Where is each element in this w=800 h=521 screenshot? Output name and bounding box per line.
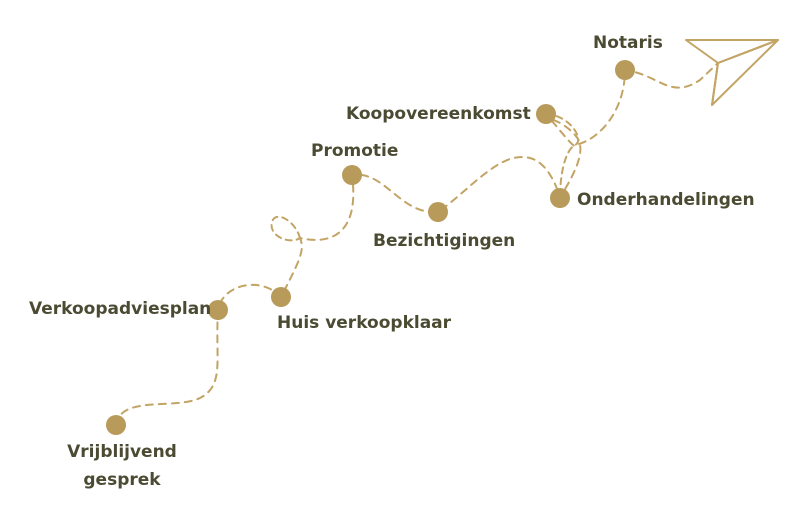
step-dot-onderhandelingen xyxy=(550,188,570,208)
step-label-onderhandelingen: Onderhandelingen xyxy=(577,190,755,210)
step-dot-notaris xyxy=(615,60,635,80)
step-label-notaris: Notaris xyxy=(593,33,663,53)
step-label-verkoopadviesplan: Verkoopadviesplan xyxy=(29,299,212,319)
step-dot-vrijblijvend xyxy=(106,415,126,435)
dashed-loop-2 xyxy=(545,113,580,199)
step-dot-huis xyxy=(271,287,291,307)
step-label-vrijblijvend-line1: Vrijblijvend xyxy=(67,442,177,462)
paper-plane-icon xyxy=(685,39,779,106)
step-label-vrijblijvend-line2: gesprek xyxy=(83,470,161,490)
step-dot-koopovereenkomst xyxy=(536,104,556,124)
step-label-promotie: Promotie xyxy=(311,141,399,161)
step-label-vrijblijvend: Vrijblijvend gesprek xyxy=(62,438,182,494)
step-dot-bezichtigingen xyxy=(428,202,448,222)
step-label-huis-verkoopklaar: Huis verkoopklaar xyxy=(277,313,452,333)
step-label-bezichtigingen: Bezichtigingen xyxy=(373,231,516,251)
step-dot-verkoopadviesplan xyxy=(208,300,228,320)
dashed-loop xyxy=(270,215,301,242)
step-label-koopovereenkomst: Koopovereenkomst xyxy=(346,104,531,124)
step-dot-promotie xyxy=(342,165,362,185)
